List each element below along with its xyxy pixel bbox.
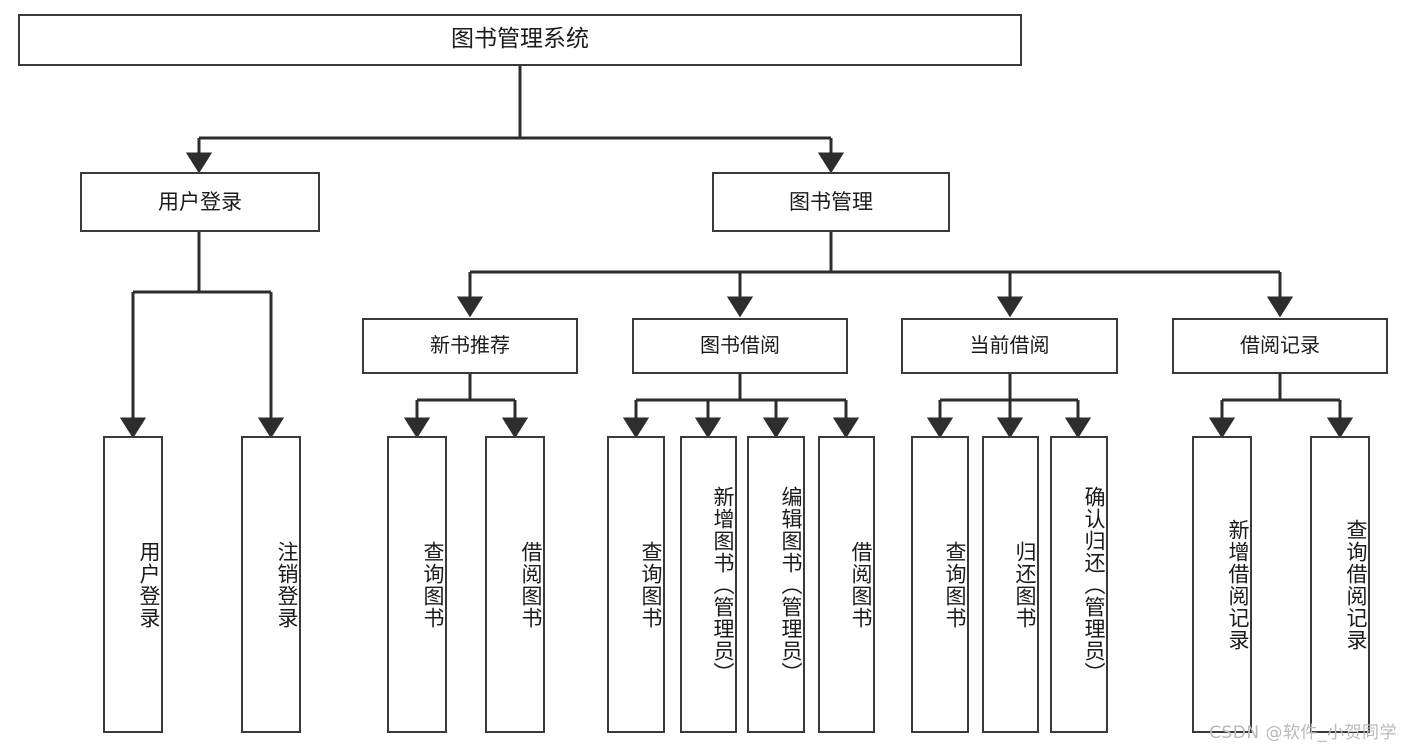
node-label: 查询图书 <box>943 540 967 629</box>
node-label: 查询图书 <box>421 540 445 629</box>
leaf-book-borrow-edit-book-admin[interactable]: 编辑图书（管理员） <box>747 436 805 733</box>
leaf-user-login-signout[interactable]: 注销登录 <box>241 436 301 733</box>
watermark-text: CSDN @软件_小贺同学 <box>1209 723 1397 743</box>
node-label: 当前借阅 <box>969 333 1050 358</box>
node-label: 新书推荐 <box>430 333 510 358</box>
node-new-book-recommend[interactable]: 新书推荐 <box>362 318 578 374</box>
node-label: 借阅记录 <box>1240 333 1320 358</box>
node-label: 用户登录 <box>137 540 161 629</box>
node-current-borrow[interactable]: 当前借阅 <box>901 318 1118 374</box>
leaf-current-borrow-return-book[interactable]: 归还图书 <box>982 436 1039 733</box>
leaf-user-login-signin[interactable]: 用户登录 <box>103 436 163 733</box>
node-label: 借阅图书 <box>849 540 873 629</box>
node-label: 新增借阅记录 <box>1226 518 1250 651</box>
leaf-new-book-borrow-book[interactable]: 借阅图书 <box>485 436 545 733</box>
node-label: 借阅图书 <box>519 540 543 629</box>
node-book-management[interactable]: 图书管理 <box>712 172 950 232</box>
leaf-book-borrow-borrow-book[interactable]: 借阅图书 <box>818 436 875 733</box>
leaf-current-borrow-confirm-return-admin[interactable]: 确认归还（管理员） <box>1050 436 1108 733</box>
leaf-new-book-query-book[interactable]: 查询图书 <box>387 436 447 733</box>
node-label: 用户登录 <box>158 189 242 214</box>
leaf-book-borrow-add-book-admin[interactable]: 新增图书（管理员） <box>680 436 737 733</box>
node-user-login[interactable]: 用户登录 <box>80 172 320 232</box>
node-label: 注销登录 <box>275 540 299 629</box>
node-root-book-management-system[interactable]: 图书管理系统 <box>18 14 1022 66</box>
node-label: 查询图书 <box>639 540 663 629</box>
node-label: 图书管理系统 <box>451 26 589 53</box>
node-label: 确认归还（管理员） <box>1082 485 1106 684</box>
node-label: 图书管理 <box>789 189 873 214</box>
node-label: 编辑图书（管理员） <box>779 485 803 684</box>
leaf-book-borrow-query-book[interactable]: 查询图书 <box>607 436 665 733</box>
node-label: 查询借阅记录 <box>1344 518 1368 651</box>
node-book-borrow[interactable]: 图书借阅 <box>632 318 848 374</box>
leaf-current-borrow-query-book[interactable]: 查询图书 <box>911 436 969 733</box>
leaf-borrow-record-add-record[interactable]: 新增借阅记录 <box>1192 436 1252 733</box>
leaf-borrow-record-query-record[interactable]: 查询借阅记录 <box>1310 436 1370 733</box>
node-borrow-record[interactable]: 借阅记录 <box>1172 318 1388 374</box>
node-label: 图书借阅 <box>700 333 780 358</box>
node-label: 新增图书（管理员） <box>711 485 735 684</box>
node-label: 归还图书 <box>1013 540 1037 629</box>
